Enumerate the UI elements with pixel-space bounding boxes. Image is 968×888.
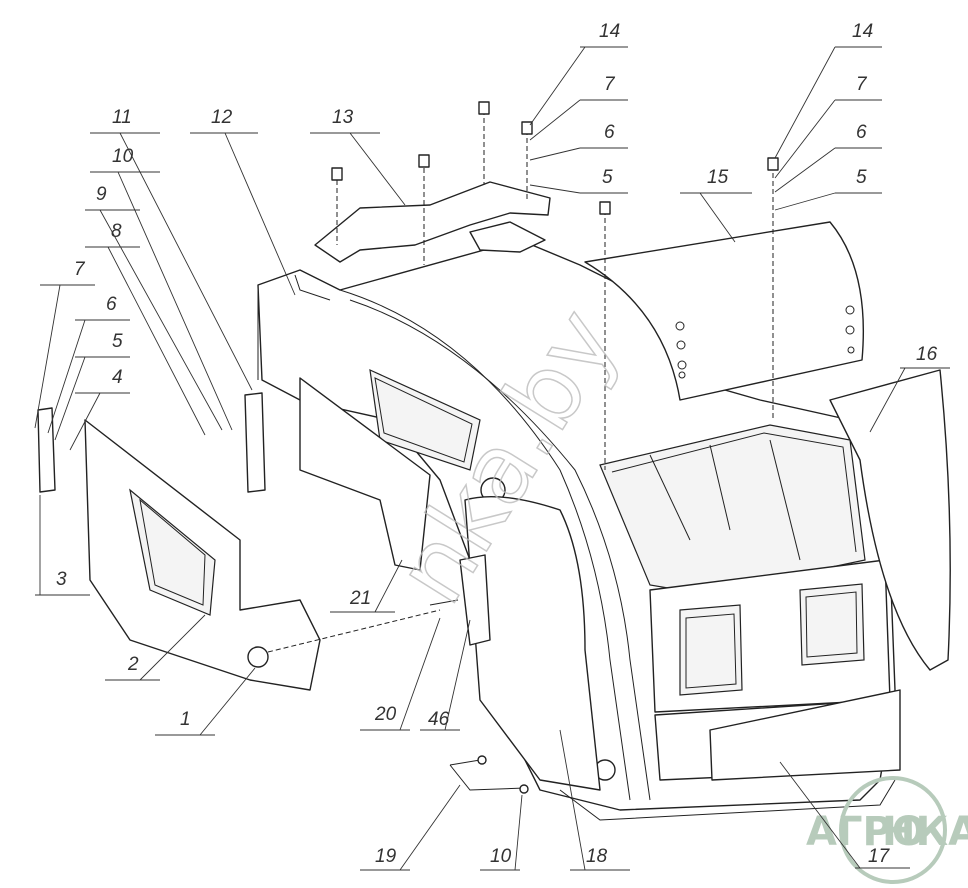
svg-text:НКА: НКА [882, 809, 968, 855]
callout-label: 6 [856, 122, 867, 143]
rod-19 [449, 759, 526, 791]
rear-lower-panel [709, 689, 901, 781]
callout-label: 14 [599, 21, 620, 42]
hinge-plate [459, 554, 491, 646]
callout-label: 15 [707, 167, 729, 188]
callout-label: 2 [127, 654, 139, 675]
callout-label: 11 [112, 107, 132, 128]
side-panel-right [829, 369, 951, 671]
callout-label: 17 [868, 846, 891, 867]
callout-label: 10 [112, 146, 134, 167]
plate-11 [244, 392, 266, 493]
callout-label: 46 [428, 709, 450, 730]
callout-label: 4 [112, 367, 123, 388]
callout-label: 16 [916, 344, 938, 365]
callout-label: 7 [604, 74, 616, 95]
door-panel [464, 496, 601, 791]
callout-label: 1 [180, 709, 191, 730]
callout-label: 6 [106, 294, 117, 315]
roof-holes [675, 305, 855, 379]
callout-label: 3 [56, 569, 67, 590]
plate-3 [37, 407, 56, 493]
roof-panel [584, 221, 865, 401]
callout-label: 9 [96, 184, 107, 205]
callout-label: 7 [74, 259, 86, 280]
callout-label: 6 [604, 122, 615, 143]
callout-label: 19 [375, 846, 397, 867]
callout-label: 18 [586, 846, 608, 867]
callouts: 14 7 6 5 14 7 6 5 15 13 12 11 10 9 8 7 6… [34, 21, 950, 871]
logo: АГРО НКА [806, 776, 968, 884]
bolts [331, 101, 779, 470]
bracket-plate [469, 221, 546, 253]
callout-label: 20 [374, 704, 397, 725]
callout-label: 5 [602, 167, 613, 188]
bolt-20 [429, 599, 459, 606]
roof-bracket [314, 181, 551, 263]
callout-label: 10 [490, 846, 512, 867]
callout-label: 5 [856, 167, 867, 188]
callout-label: 5 [112, 331, 123, 352]
callout-label: 8 [111, 221, 122, 242]
svg-text:АГРО: АГРО [806, 809, 926, 855]
panel-21 [299, 377, 431, 571]
callout-label: 12 [211, 107, 233, 128]
callout-label: 21 [349, 588, 371, 609]
callout-label: 7 [856, 74, 868, 95]
callout-label: 14 [852, 21, 873, 42]
callout-label: 13 [332, 107, 354, 128]
